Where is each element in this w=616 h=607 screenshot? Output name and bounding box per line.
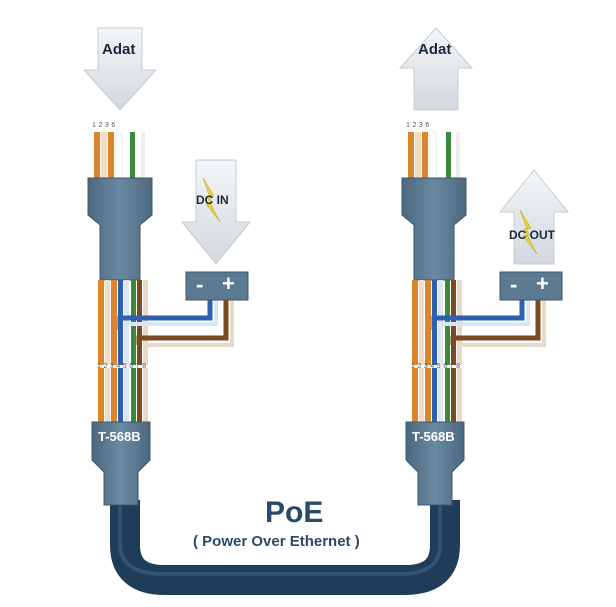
right-pins-bottom-label: 1 2 3 4 5 6 7 8 (411, 363, 461, 370)
right-data-label: Adat (418, 41, 452, 58)
right-pins-top-label: 1 2 3 6 (406, 122, 430, 129)
dc-out-arrow-icon (498, 169, 570, 265)
left-lower-connector (91, 421, 151, 506)
left-data-label: Adat (102, 41, 136, 58)
dc-out-bolt-icon (519, 209, 538, 255)
right-top-wires (408, 131, 460, 183)
left-standard-label: T-568B (98, 429, 141, 444)
left-upper-connector (87, 177, 153, 281)
left-pins-top-label: 1 2 3 6 (92, 122, 116, 129)
right-terminal-minus: - (510, 272, 518, 297)
right-data-arrow-icon (398, 27, 474, 111)
left-data-arrow-icon (82, 27, 158, 111)
left-dc-feed-lines (117, 300, 234, 352)
right-upper-connector (401, 177, 467, 281)
right-standard-label: T-568B (412, 429, 455, 444)
left-terminal-plus: + (222, 271, 235, 296)
left-terminal-minus: - (196, 272, 204, 297)
dc-in-label: DC IN (196, 193, 229, 207)
right-dc-feed-lines (431, 300, 546, 352)
ethernet-cable-highlight (118, 505, 442, 576)
left-top-wires (94, 131, 145, 183)
dc-in-arrow-icon (180, 159, 252, 265)
left-lower-wires (98, 368, 148, 423)
right-lower-connector (405, 421, 465, 506)
left-dc-terminal (185, 271, 249, 301)
right-terminal-plus: + (536, 271, 549, 296)
poe-title: PoE (265, 496, 324, 529)
dc-out-label: DC OUT (509, 228, 555, 242)
dc-in-bolt-icon (202, 177, 221, 223)
left-pins-bottom-label: 1 2 3 4 5 6 7 8 (97, 363, 147, 370)
ethernet-cable (110, 500, 460, 595)
right-dc-terminal (499, 271, 563, 301)
right-lower-wires (412, 368, 462, 423)
poe-subtitle: ( Power Over Ethernet ) (193, 533, 360, 550)
